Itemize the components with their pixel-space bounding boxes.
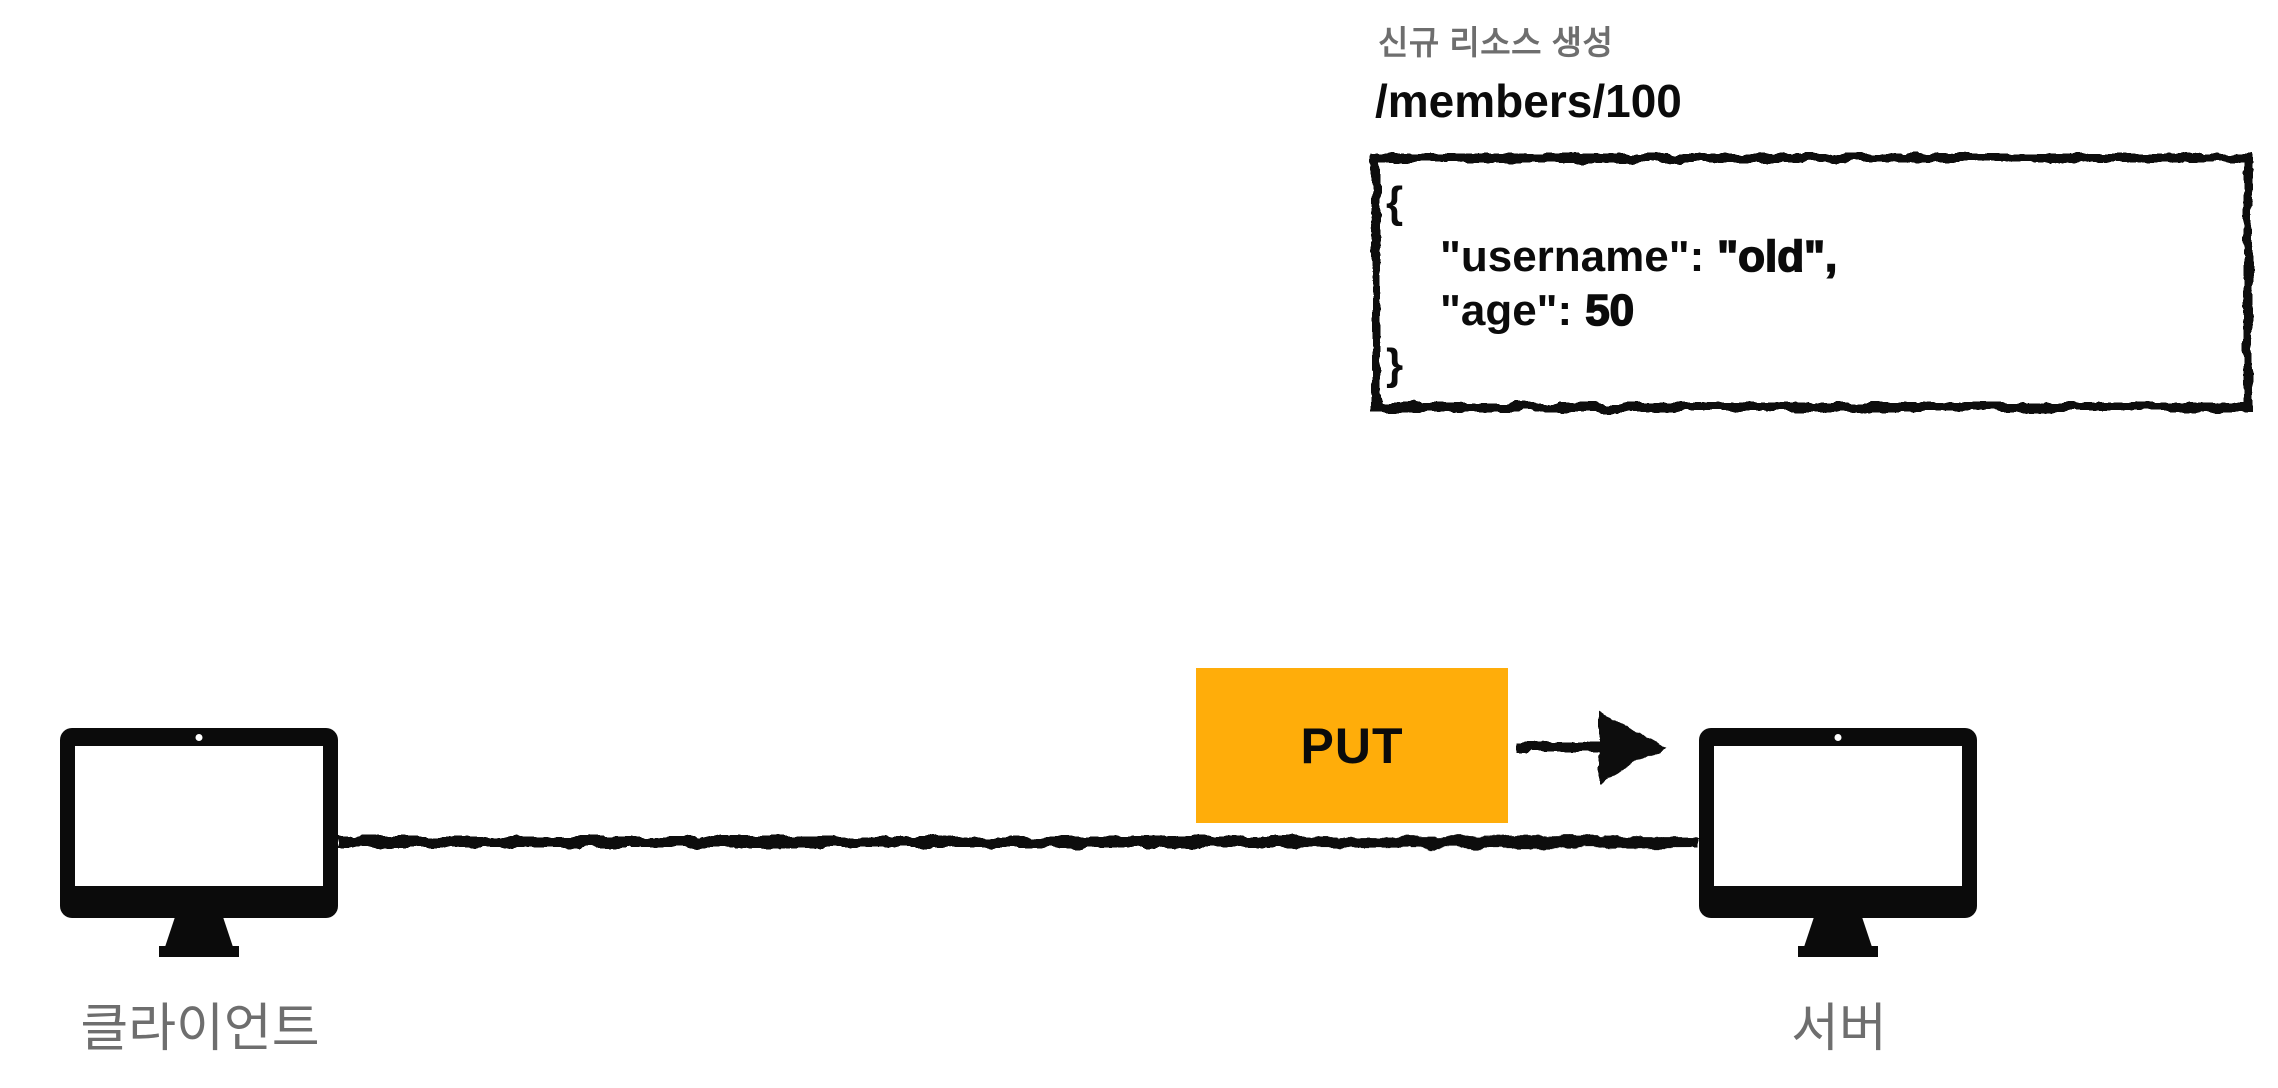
server-computer-icon (1699, 728, 1977, 957)
put-method-badge: PUT (1196, 668, 1508, 823)
put-method-label: PUT (1300, 717, 1404, 774)
json-field-username: "username": "old", (1386, 230, 2255, 284)
json-field-age: "age": 50 (1386, 284, 2255, 338)
json-close-brace: } (1386, 340, 1404, 389)
json-value: 50 (1584, 285, 1635, 336)
request-body-box: { "username": "old", "age": 50 } (1369, 152, 2255, 413)
request-arrow-icon (1517, 710, 1665, 784)
resource-path: /members/100 (1375, 75, 1682, 127)
json-value: "old", (1716, 231, 1838, 282)
connection-line (337, 835, 1699, 849)
json-key: "age": (1440, 286, 1573, 335)
server-label: 서버 (1791, 1000, 1887, 1058)
resource-caption: 신규 리소스 생성 (1378, 24, 1614, 61)
json-open-brace: { (1386, 178, 1404, 227)
client-label: 클라이언트 (80, 1000, 320, 1058)
client-computer-icon (60, 728, 338, 957)
json-key: "username": (1440, 232, 1705, 281)
